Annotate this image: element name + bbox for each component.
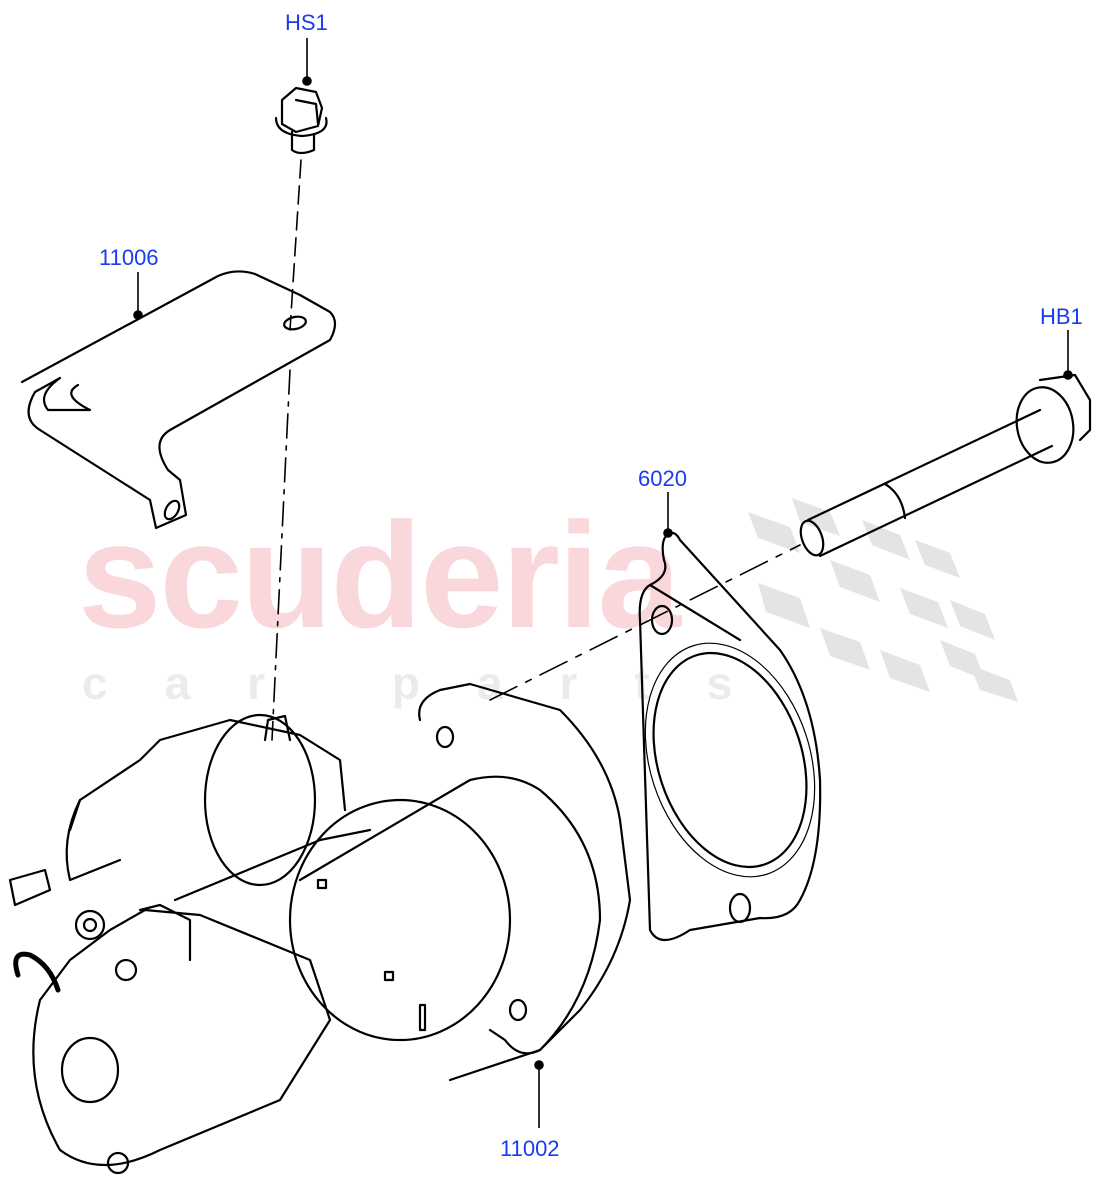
bolt-hs1-drawing xyxy=(274,86,328,155)
leader-dot-hb1 xyxy=(1063,370,1073,380)
callout-6020[interactable]: 6020 xyxy=(638,466,687,491)
callout-11006[interactable]: 11006 xyxy=(99,245,159,270)
checkered-flag-icon xyxy=(748,498,1018,702)
starter-motor-11002-drawing xyxy=(8,682,632,1175)
bracket-11006-drawing xyxy=(20,270,337,530)
leader-dot-6020 xyxy=(663,528,673,538)
gasket-6020-drawing xyxy=(638,531,822,942)
leader-dot-11002 xyxy=(534,1060,544,1070)
callout-11002[interactable]: 11002 xyxy=(500,1136,560,1161)
watermark-logo-text: scuderia xyxy=(78,491,681,659)
leader-dot-11006 xyxy=(133,310,143,320)
callout-hb1[interactable]: HB1 xyxy=(1040,304,1083,329)
callout-hs1[interactable]: HS1 xyxy=(285,10,328,35)
leader-dot-hs1 xyxy=(302,76,312,86)
bolt-hb1-drawing xyxy=(799,373,1092,558)
watermark-subtitle: car parts xyxy=(82,657,790,709)
